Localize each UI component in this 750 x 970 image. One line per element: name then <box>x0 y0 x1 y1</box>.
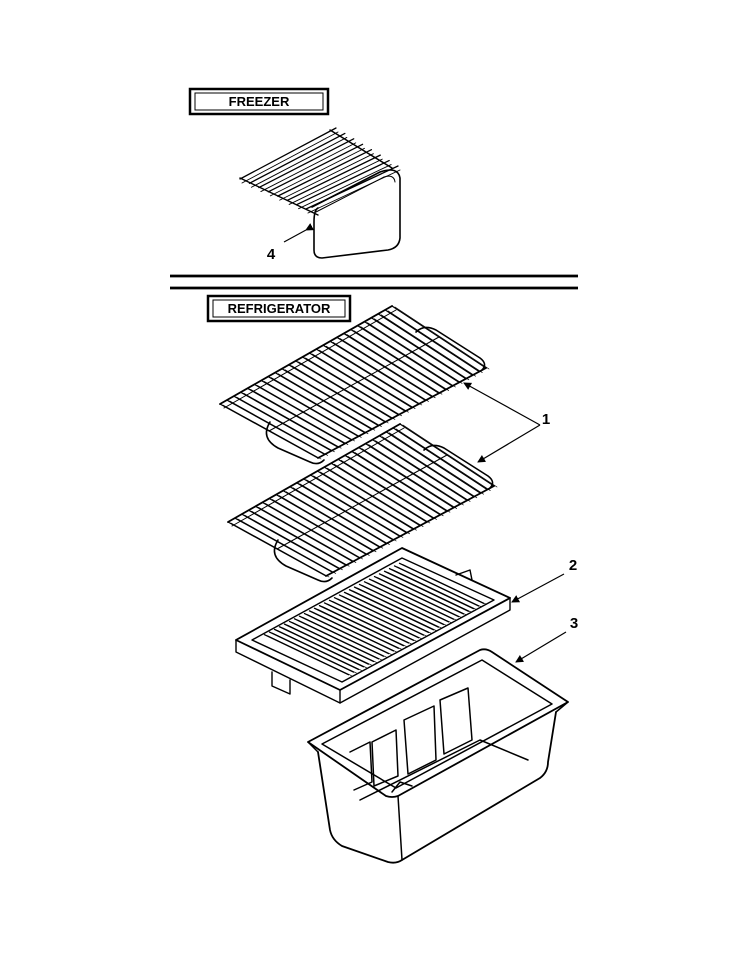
refrigerator-label: REFRIGERATOR <box>206 294 352 323</box>
refrigerator-wire-shelf-upper <box>219 305 490 465</box>
callout-4: 4 <box>267 246 276 263</box>
refrigerator-label-text: REFRIGERATOR <box>228 301 331 316</box>
callout-2: 2 <box>569 557 577 574</box>
crisper-cover <box>235 547 511 704</box>
freezer-label-text: FREEZER <box>229 94 290 109</box>
section-divider <box>170 274 578 290</box>
freezer-label: FREEZER <box>188 87 330 116</box>
freezer-wire-shelf <box>239 127 401 259</box>
crisper-drawer <box>307 648 569 864</box>
refrigerator-wire-shelf-lower <box>227 423 498 583</box>
callout-leaders <box>283 223 567 663</box>
callout-3: 3 <box>570 615 578 632</box>
callout-1: 1 <box>542 411 550 428</box>
